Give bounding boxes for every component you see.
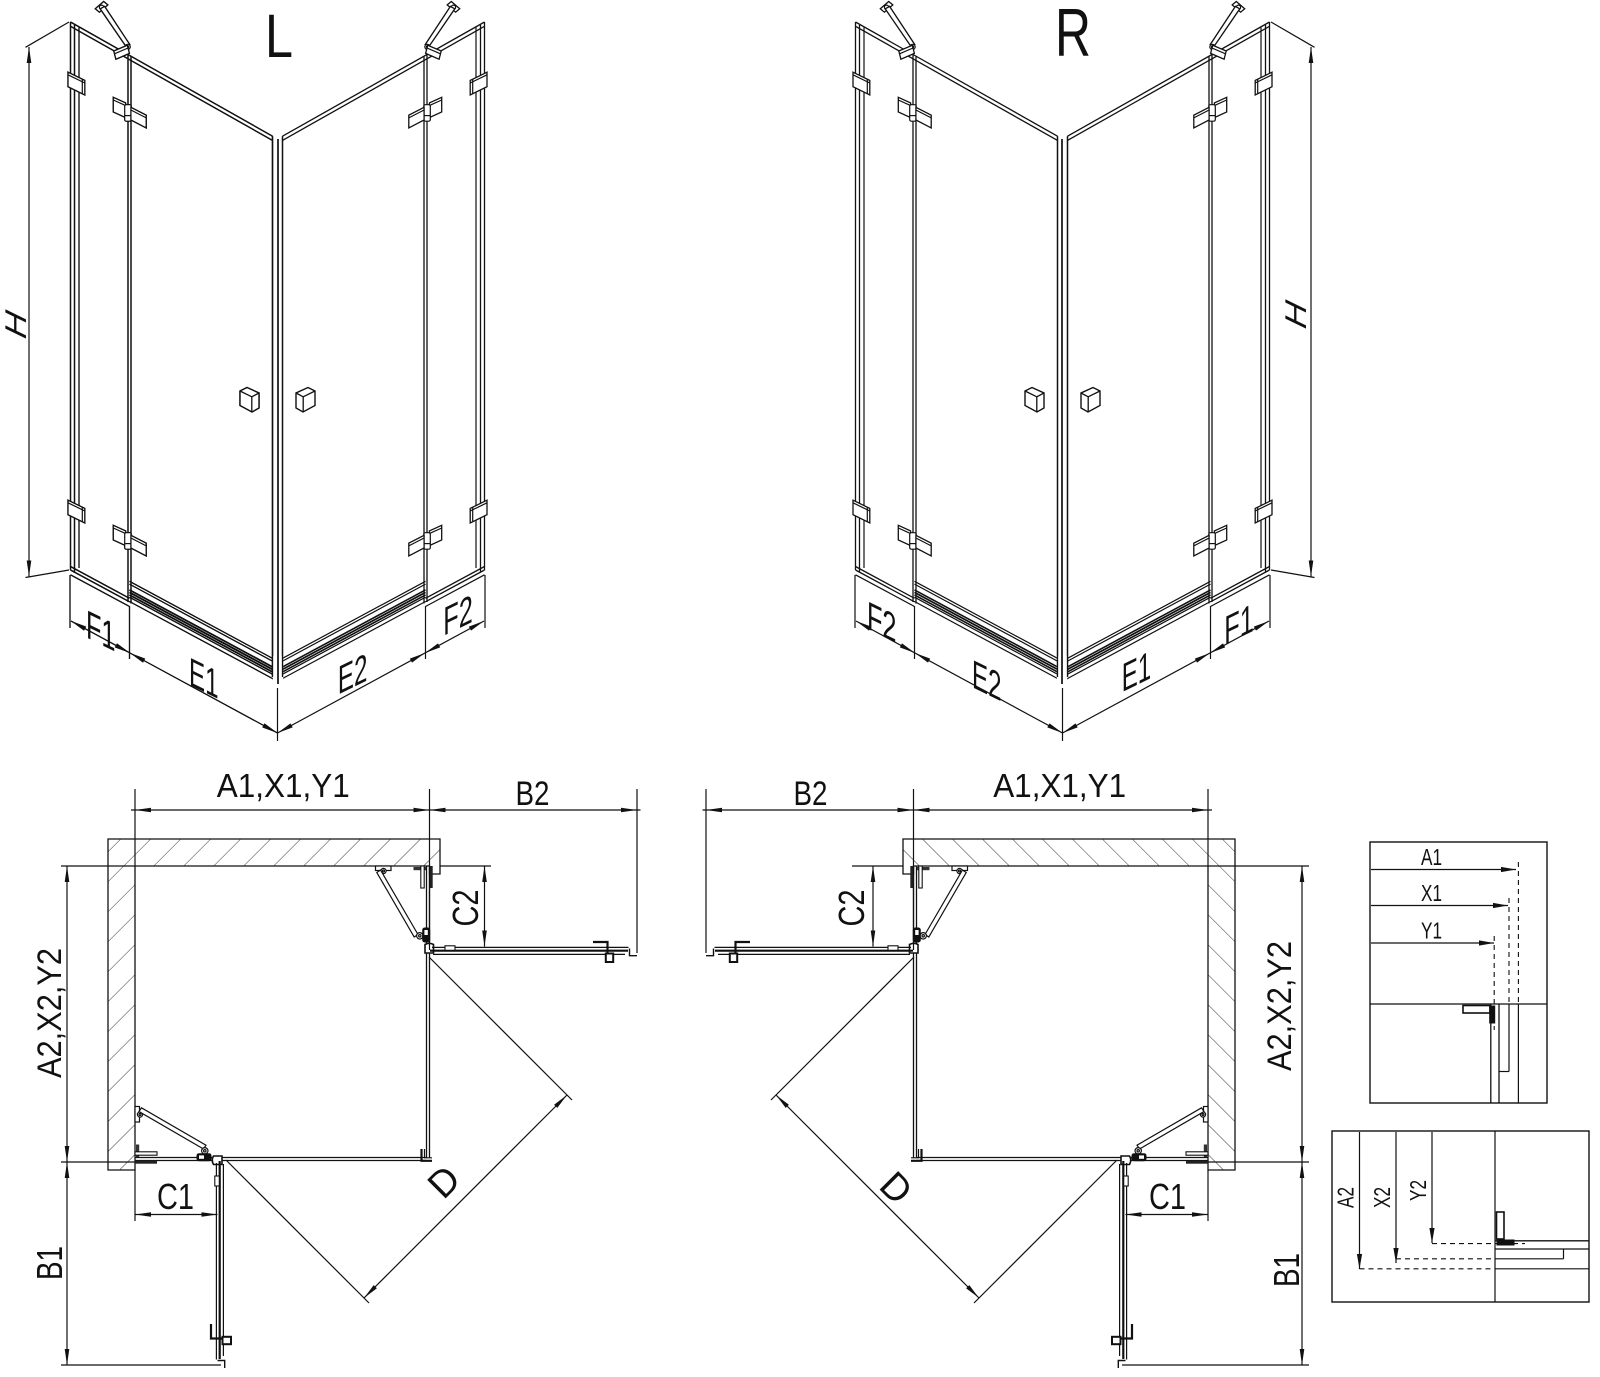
svg-text:R: R xyxy=(1055,0,1091,71)
svg-text:B1: B1 xyxy=(29,1246,70,1280)
svg-text:C1: C1 xyxy=(157,1176,194,1217)
svg-text:C2: C2 xyxy=(831,890,872,927)
svg-text:X1: X1 xyxy=(1421,880,1442,906)
svg-text:B2: B2 xyxy=(516,775,550,813)
svg-text:A1: A1 xyxy=(1421,844,1442,870)
svg-text:B2: B2 xyxy=(794,775,828,813)
svg-text:A1,X1,Y1: A1,X1,Y1 xyxy=(217,767,350,804)
svg-text:L: L xyxy=(265,2,293,70)
svg-text:C2: C2 xyxy=(445,890,486,927)
svg-text:Y1: Y1 xyxy=(1421,918,1442,944)
svg-text:A2,X2,Y2: A2,X2,Y2 xyxy=(31,948,69,1078)
svg-text:A1,X1,Y1: A1,X1,Y1 xyxy=(993,767,1126,804)
svg-text:B1: B1 xyxy=(1266,1253,1307,1287)
svg-text:A2,X2,Y2: A2,X2,Y2 xyxy=(1261,941,1299,1071)
svg-text:A2: A2 xyxy=(1333,1187,1359,1208)
svg-text:Y2: Y2 xyxy=(1405,1180,1431,1201)
svg-text:C1: C1 xyxy=(1149,1176,1186,1217)
svg-text:X2: X2 xyxy=(1369,1187,1395,1208)
